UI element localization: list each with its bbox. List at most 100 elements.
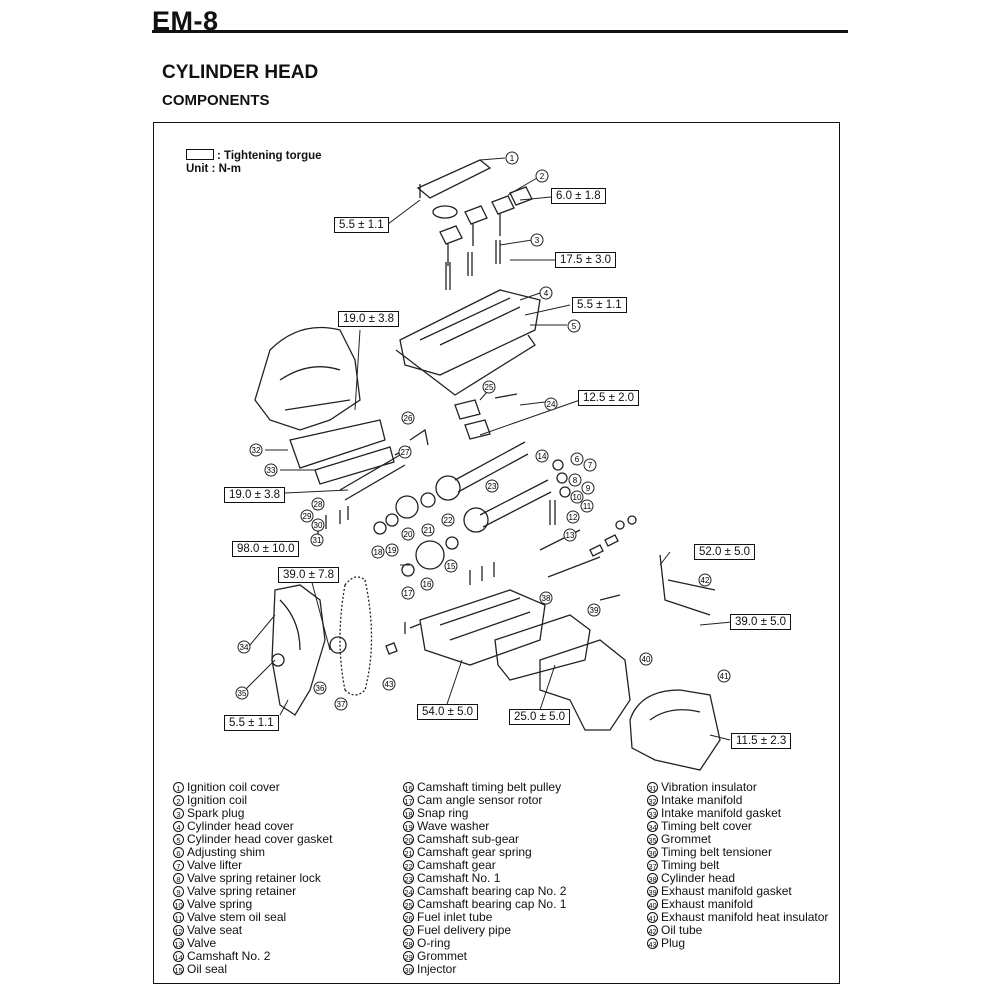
svg-text:31: 31	[313, 536, 322, 545]
part-name: Intake manifold gasket	[661, 806, 782, 820]
part-name: Valve seat	[187, 923, 243, 937]
callout-36: 36	[313, 681, 327, 695]
callout-43: 43	[382, 677, 396, 691]
part-number-badge: 12	[173, 925, 184, 936]
callout-19: 19	[385, 543, 399, 557]
svg-text:36: 36	[316, 684, 325, 693]
callout-11: 11	[580, 499, 594, 513]
svg-text:39: 39	[590, 606, 599, 615]
part-number-badge: 15	[173, 964, 184, 975]
callout-10: 10	[570, 490, 584, 504]
exhaust-heat-insulator-drawing	[629, 689, 721, 771]
svg-text:11: 11	[583, 502, 592, 511]
torque-box-10: 52.0 ± 5.0	[694, 544, 756, 560]
part-name: Ignition coil cover	[187, 780, 280, 794]
part-number-badge: 2	[173, 795, 184, 806]
camshaft-sub-gear-drawing	[395, 495, 419, 519]
injectors-drawing	[317, 506, 349, 534]
part-name: Camshaft timing belt pulley	[417, 780, 562, 794]
svg-text:3: 3	[535, 236, 540, 245]
part-name: Wave washer	[417, 819, 490, 833]
svg-text:35: 35	[238, 689, 247, 698]
callout-26: 26	[401, 411, 415, 425]
svg-text:13: 13	[566, 531, 575, 540]
intake-manifold-gasket-drawing	[289, 419, 386, 469]
svg-text:24: 24	[547, 400, 556, 409]
callout-40: 40	[639, 652, 653, 666]
callout-41: 41	[717, 669, 731, 683]
diagram-frame	[153, 122, 840, 984]
part-name: Cylinder head cover gasket	[187, 832, 333, 846]
part-name: Timing belt	[661, 858, 720, 872]
section-title: CYLINDER HEAD	[162, 62, 319, 83]
callout-32: 32	[249, 443, 263, 457]
part-number-badge: 27	[403, 925, 414, 936]
part-number-badge: 3	[173, 808, 184, 819]
callout-8: 8	[568, 473, 582, 487]
part-number-badge: 10	[173, 899, 184, 910]
part-number-badge: 4	[173, 821, 184, 832]
timing-belt-cover-drawing	[271, 584, 326, 716]
grommet-drawing	[271, 653, 285, 667]
callout-13: 13	[563, 528, 577, 542]
callout-25: 25	[482, 380, 496, 394]
intake-manifold-drawing	[254, 326, 361, 431]
part-number-badge: 26	[403, 912, 414, 923]
callout-12: 12	[566, 510, 580, 524]
svg-text:16: 16	[423, 580, 432, 589]
svg-text:25: 25	[485, 383, 494, 392]
svg-text:38: 38	[542, 594, 551, 603]
svg-text:32: 32	[252, 446, 261, 455]
part-name: Valve	[187, 936, 217, 950]
torque-box-6: 12.5 ± 2.0	[578, 390, 640, 406]
exhaust-manifold-gasket-drawing	[494, 614, 591, 681]
svg-text:26: 26	[404, 414, 413, 423]
timing-pulley-2-drawing	[463, 507, 489, 533]
part-number-badge: 1	[173, 782, 184, 793]
svg-text:8: 8	[573, 476, 578, 485]
torque-box-4: 5.5 ± 1.1	[572, 297, 627, 313]
part-name: Fuel delivery pipe	[417, 923, 512, 937]
part-number-badge: 21	[403, 847, 414, 858]
cylinder-head-studs-drawing	[404, 562, 495, 634]
callout-29: 29	[300, 509, 314, 523]
callout-7: 7	[583, 458, 597, 472]
oil-filler-cap-drawing	[432, 205, 458, 219]
callout-9: 9	[581, 481, 595, 495]
part-number-badge: 9	[173, 886, 184, 897]
part-name: Ignition coil	[187, 793, 248, 807]
camshaft-gear-drawing	[435, 475, 461, 501]
part-name: Camshaft gear spring	[417, 845, 532, 859]
part-number-badge: 35	[647, 834, 658, 845]
part-name: Valve stem oil seal	[187, 910, 287, 924]
svg-text:21: 21	[424, 526, 433, 535]
part-name: Oil seal	[187, 962, 228, 976]
svg-text:14: 14	[538, 452, 547, 461]
part-number-badge: 7	[173, 860, 184, 871]
callout-16: 16	[420, 577, 434, 591]
callout-17: 17	[401, 586, 415, 600]
callout-5: 5	[567, 319, 581, 333]
callout-6: 6	[570, 452, 584, 466]
part-number-badge: 28	[403, 938, 414, 949]
torque-box-5: 19.0 ± 3.8	[338, 311, 400, 327]
callout-4: 4	[539, 286, 553, 300]
